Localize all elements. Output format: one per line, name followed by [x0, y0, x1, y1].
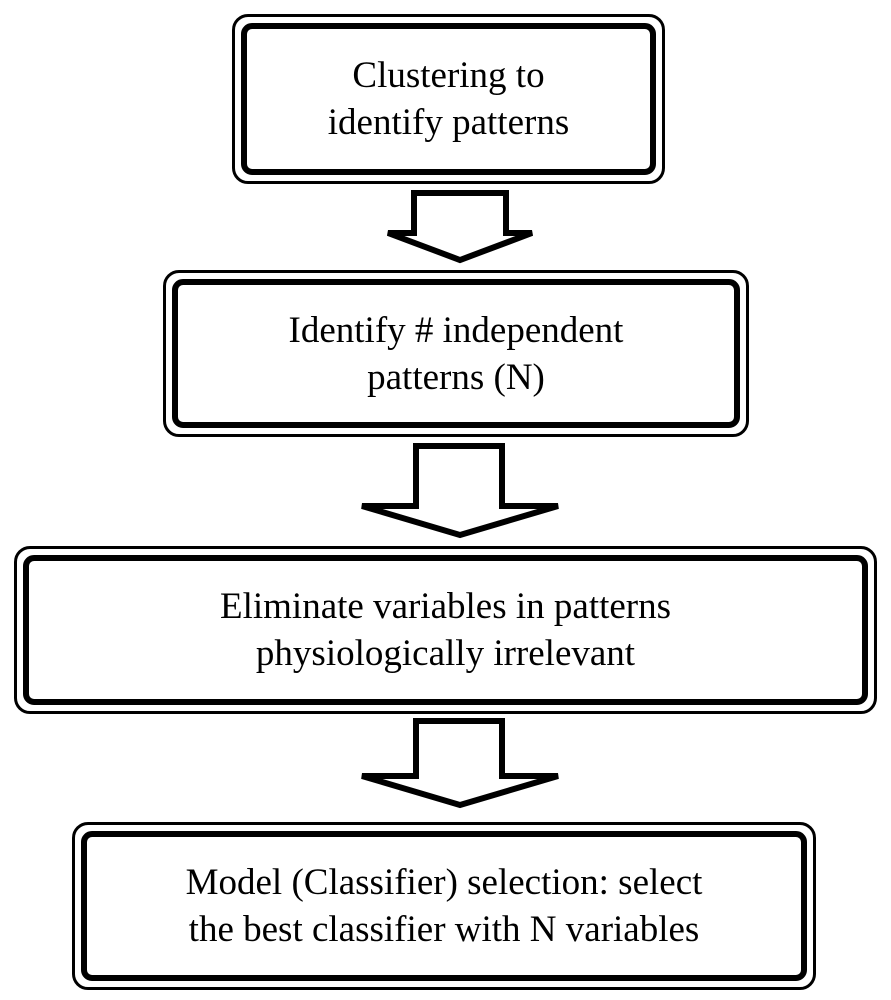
step-4-box: Model (Classifier) selection: select the… [72, 822, 816, 990]
step-1-text-line-1: Clustering to [352, 55, 545, 96]
down-arrow-3 [361, 718, 559, 809]
step-1-inner-frame: Clustering to identify patterns [241, 23, 656, 175]
down-arrow-1 [386, 190, 534, 264]
step-3-text-line-2: physiologically irrelevant [255, 633, 636, 674]
step-2-inner-frame: Identify # independent patterns (N) [172, 279, 740, 428]
step-2-box: Identify # independent patterns (N) [163, 270, 749, 437]
step-3-box: Eliminate variables in patterns physiolo… [14, 546, 877, 714]
step-3-text-line-1: Eliminate variables in patterns [219, 586, 672, 627]
step-2-text-line-1: Identify # independent [288, 309, 624, 351]
step-4-text-line-1: Model (Classifier) selection: select [185, 862, 703, 903]
step-4-inner-frame: Model (Classifier) selection: select the… [81, 831, 807, 981]
step-2-text-line-2: patterns (N) [367, 356, 545, 398]
step-1-box: Clustering to identify patterns [232, 14, 665, 184]
step-4-text-line-2: the best classifier with N variables [188, 909, 700, 950]
step-1-text-line-2: identify patterns [327, 102, 570, 143]
step-3-inner-frame: Eliminate variables in patterns physiolo… [23, 555, 868, 705]
down-arrow-2 [361, 443, 559, 539]
